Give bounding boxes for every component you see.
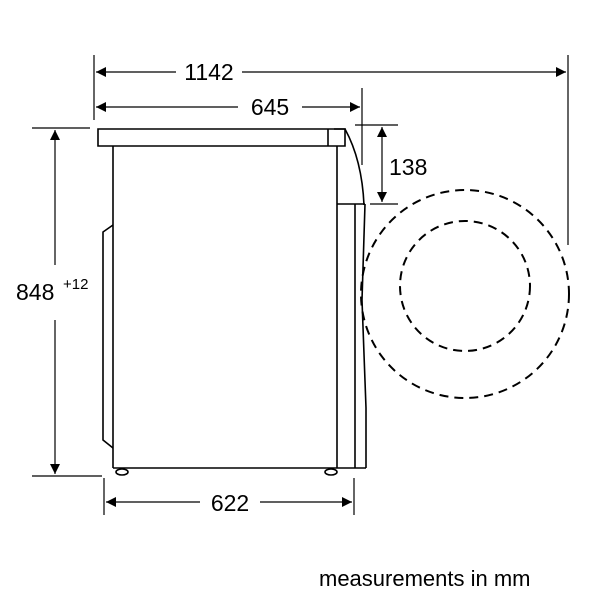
dim-1142-label: 1142: [184, 59, 233, 85]
units-note: measurements in mm: [319, 566, 531, 591]
door-swing: [360, 189, 570, 399]
door-outer-swing: [360, 189, 570, 399]
dimension-138: 138: [377, 127, 427, 202]
foot-front: [324, 468, 338, 476]
dimension-622: 622: [106, 490, 352, 516]
dim-848-tolerance: +12: [63, 276, 88, 293]
foot-rear: [115, 468, 129, 476]
dimension-645: 645: [96, 94, 360, 120]
door-inner-swing: [399, 220, 531, 352]
extension-lines: [32, 55, 569, 515]
dim-622-label: 622: [211, 490, 249, 516]
dimension-1142: 1142: [96, 59, 566, 85]
dim-645-label: 645: [251, 94, 289, 120]
dim-848-label: 848: [16, 279, 54, 305]
machine-outline: [97, 128, 367, 476]
dimension-848: 848 +12: [16, 130, 88, 474]
dim-138-label: 138: [389, 154, 427, 180]
